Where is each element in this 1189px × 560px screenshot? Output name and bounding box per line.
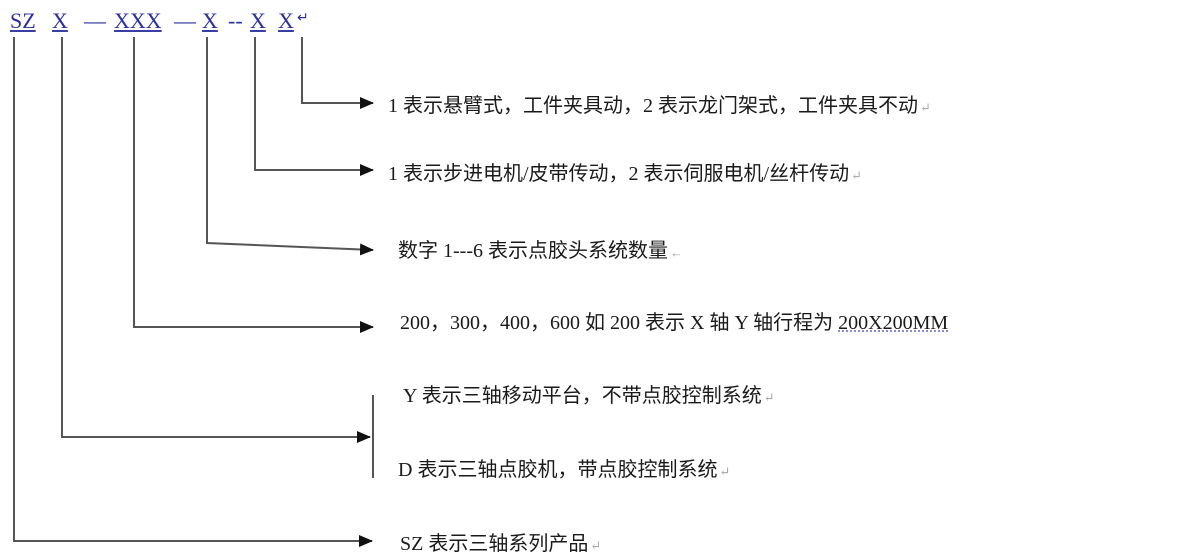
paragraph-mark-icon: ↵ [719,464,731,479]
desc-x1-y: Y 表示三轴移动平台，不带点胶控制系统↵ [403,385,775,407]
paragraph-mark-icon: ↵ [920,100,931,115]
model-code: SZ X — XXX — X -- X X ↵ [10,8,309,36]
desc-x1-d: D 表示三轴点胶机，带点胶控制系统↵ [398,459,731,481]
code-sep3: -- [228,8,243,33]
code-x1: X [52,8,68,33]
paragraph-mark-icon: ↵ [851,168,863,183]
desc-xxx: 200，300，400，600 如 200 表示 X 轴 Y 轴行程为 200X… [400,312,949,334]
code-x3: X [250,8,266,33]
connector-x3 [254,37,374,176]
desc-x2: 数字 1---6 表示点胶头系统数量← [398,240,683,262]
code-x2: X [202,8,218,33]
code-sz: SZ [10,8,36,33]
connector-sz [13,37,373,547]
code-sep2: — [174,8,196,33]
paragraph-mark-icon: ↵ [297,11,309,26]
connector-x4 [301,37,374,109]
desc-x4: 1 表示悬臂式，工件夹具动，2 表示龙门架式，工件夹具不动↵ [388,95,931,117]
connector-x2 [206,37,374,256]
paragraph-mark-icon: ← [669,245,683,260]
paragraph-mark-icon: ↵ [763,390,775,405]
desc-sz: SZ 表示三轴系列产品↵ [400,533,602,555]
connector-xxx [133,37,374,333]
code-x4: X [278,8,294,33]
connector-x1 [61,37,371,443]
desc-x3: 1 表示步进电机/皮带传动，2 表示伺服电机/丝杆传动↵ [388,163,863,185]
code-sep1: — [84,8,106,33]
code-xxx: XXX [114,8,162,33]
paragraph-mark-icon: ↵ [590,538,602,553]
